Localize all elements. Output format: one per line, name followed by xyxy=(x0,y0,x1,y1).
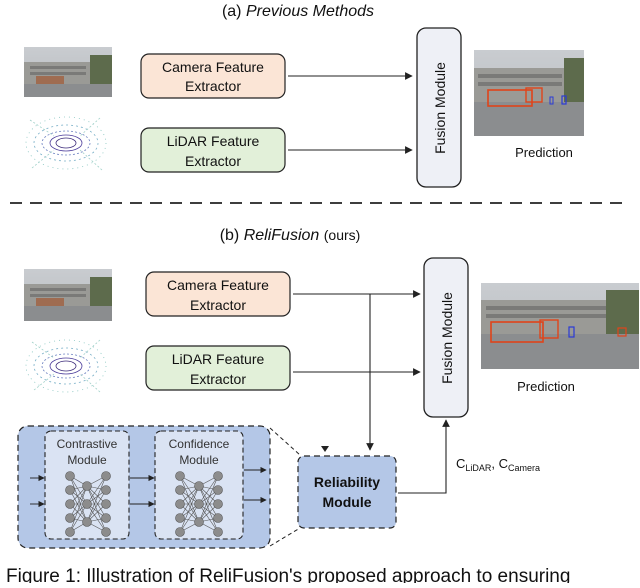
camera-image-a xyxy=(24,47,112,97)
net-edge xyxy=(69,475,88,523)
net-neuron xyxy=(65,527,75,537)
zoom-line-bottom xyxy=(269,527,301,547)
net-edge xyxy=(179,485,200,519)
net-edge xyxy=(179,475,200,523)
prediction-image-b xyxy=(481,283,639,369)
lidar-feature-extractor-b: LiDAR Feature Extractor xyxy=(145,345,291,391)
net-edge xyxy=(69,485,88,519)
net-edge xyxy=(198,475,219,523)
svg-text:Extractor: Extractor xyxy=(190,371,246,387)
net-neuron xyxy=(175,527,185,537)
net-neuron xyxy=(65,485,75,495)
net-neuron xyxy=(175,485,185,495)
zoom-line-top xyxy=(269,427,301,456)
net-edge xyxy=(179,503,200,533)
net-neuron xyxy=(82,517,92,527)
svg-text:Fusion Module: Fusion Module xyxy=(432,62,448,154)
net-neuron xyxy=(101,499,111,509)
net-neuron xyxy=(175,499,185,509)
svg-text:Fusion Module: Fusion Module xyxy=(439,292,455,384)
lidar-image-b xyxy=(25,339,107,393)
svg-text:Extractor: Extractor xyxy=(190,297,246,313)
svg-text:LiDAR Feature: LiDAR Feature xyxy=(172,351,265,367)
lidar-feature-extractor-a: LiDAR Feature Extractor xyxy=(140,127,286,173)
net-edge xyxy=(198,503,219,533)
net-edge xyxy=(198,485,219,533)
camera-feature-extractor-a: Camera Feature Extractor xyxy=(140,53,286,99)
svg-text:Extractor: Extractor xyxy=(185,78,241,94)
figure-caption: Figure 1: Illustration of ReliFusion's p… xyxy=(6,566,570,583)
net-neuron xyxy=(82,499,92,509)
reliability-module: Reliability Module xyxy=(297,455,397,529)
prediction-label-b: Prediction xyxy=(517,379,575,394)
net-edge xyxy=(198,489,219,523)
svg-text:Module: Module xyxy=(67,453,107,467)
net-neuron xyxy=(65,513,75,523)
net-neuron xyxy=(213,527,223,537)
net-edge xyxy=(179,485,200,533)
net-edge xyxy=(86,485,107,519)
net-neuron xyxy=(194,499,204,509)
net-neuron xyxy=(213,513,223,523)
svg-text:Contrastive: Contrastive xyxy=(57,437,118,451)
prediction-image-a xyxy=(474,50,584,136)
net-neuron xyxy=(82,481,92,491)
fusion-module-a: Fusion Module xyxy=(416,27,462,188)
net-neuron xyxy=(213,485,223,495)
net-edge xyxy=(86,475,107,523)
contrastive-network xyxy=(65,471,111,537)
net-edge xyxy=(198,475,219,505)
net-edge xyxy=(69,475,88,505)
net-neuron xyxy=(101,471,111,481)
net-edge xyxy=(69,485,88,533)
net-neuron xyxy=(213,471,223,481)
net-edge xyxy=(179,489,200,523)
svg-text:Module: Module xyxy=(323,494,372,510)
net-edge xyxy=(86,489,107,523)
confidence-network xyxy=(175,471,223,537)
fusion-module-b: Fusion Module xyxy=(423,257,469,418)
net-neuron xyxy=(175,471,185,481)
svg-text:Camera Feature: Camera Feature xyxy=(162,59,264,75)
svg-text:Module: Module xyxy=(179,453,219,467)
svg-text:Camera Feature: Camera Feature xyxy=(167,277,269,293)
panel-a-title: (a) Previous Methods xyxy=(222,3,374,20)
net-edge xyxy=(86,485,107,533)
svg-text:Extractor: Extractor xyxy=(185,153,241,169)
net-neuron xyxy=(213,499,223,509)
net-neuron xyxy=(175,513,185,523)
arrow-reliability-to-fusion xyxy=(398,419,450,494)
camera-image-b xyxy=(24,269,112,321)
panel-b-title: (b) ReliFusion (ours) xyxy=(220,227,361,244)
net-edge xyxy=(198,485,219,519)
net-neuron xyxy=(194,481,204,491)
net-edge xyxy=(69,503,88,533)
confidence-output-label: CLiDAR, CCamera xyxy=(456,456,540,473)
net-edge xyxy=(86,503,107,533)
net-neuron xyxy=(101,527,111,537)
lidar-image-a xyxy=(25,116,107,171)
camera-feature-extractor-b: Camera Feature Extractor xyxy=(145,271,291,317)
net-neuron xyxy=(65,499,75,509)
net-neuron xyxy=(65,471,75,481)
prediction-label-a: Prediction xyxy=(515,145,573,160)
net-neuron xyxy=(101,485,111,495)
net-edge xyxy=(69,489,88,523)
svg-text:LiDAR Feature: LiDAR Feature xyxy=(167,133,260,149)
net-neuron xyxy=(194,517,204,527)
net-edge xyxy=(179,475,200,505)
net-edge xyxy=(86,475,107,505)
svg-text:Confidence: Confidence xyxy=(169,437,230,451)
small-arrowhead xyxy=(321,446,329,452)
svg-text:Reliability: Reliability xyxy=(314,474,380,490)
net-neuron xyxy=(101,513,111,523)
